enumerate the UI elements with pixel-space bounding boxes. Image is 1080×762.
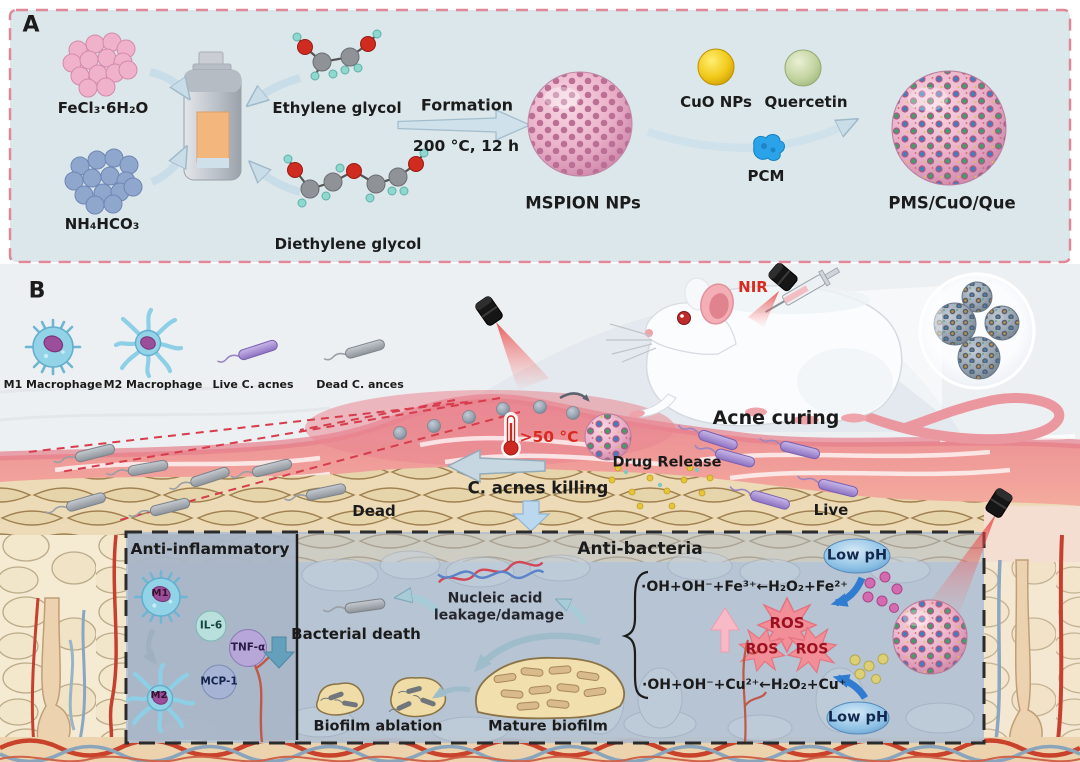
ethylene-glycol-molecule [292, 29, 382, 81]
death-arrow [400, 597, 441, 615]
iron-ion-dots [862, 571, 903, 613]
acnes-killing-label: C. acnes killing [467, 478, 609, 498]
il6-sphere [195, 610, 227, 642]
copper-ion-dots [849, 653, 889, 684]
ros-up-arrow [710, 607, 740, 653]
low-ph-label-bottom: Low pH [827, 709, 889, 726]
m1-to-m2-arrow [142, 628, 158, 665]
ros-bursts [738, 596, 838, 674]
nh4hco3-cluster [64, 148, 143, 215]
conditions-label: 200 °C, 12 h [412, 136, 520, 155]
cytokine-down-arrow [262, 636, 296, 669]
mature-biofilm-label: Mature biofilm [488, 718, 608, 735]
nucleic-acid-label-1: Nucleic acid [447, 590, 543, 607]
cuo-sphere [697, 48, 735, 86]
bump-nanosphere [584, 413, 632, 461]
anti-bacteria-title: Anti-bacteria [577, 539, 703, 560]
legend-m2-label: M2 Macrophage [103, 378, 203, 392]
il6-label: IL-6 [199, 619, 223, 632]
tnf-sphere [229, 629, 267, 667]
mcp1-label: MCP-1 [200, 675, 238, 688]
dermis-right [984, 506, 1080, 757]
dna-strand [437, 560, 545, 584]
fenton-fe-equation: ·OH+OH⁻+Fe³⁺←H₂O₂+Fe²⁺ [641, 579, 848, 595]
fecl3-label: FeCl₃·6H₂O [57, 99, 149, 118]
killing-arrow-left [446, 448, 546, 484]
m1-label: M1 [151, 587, 169, 599]
nir-beam-main [496, 322, 549, 390]
low-ph-bubble-bottom [826, 701, 890, 735]
leakage-arrow [560, 598, 588, 625]
tnf-label: TNF-α [230, 641, 266, 654]
mspion-label: MSPION NPs [525, 193, 641, 213]
autoclave-icon [183, 51, 242, 181]
thermometer-icon [501, 412, 521, 458]
anti-inflammatory-title: Anti-inflammatory [130, 539, 290, 558]
quercetin-sphere [784, 49, 822, 87]
capillary-right [742, 639, 767, 743]
low-ph-arrow-bottom [832, 674, 869, 700]
ethylene-glycol-label: Ethylene glycol [272, 99, 402, 118]
mcp1-sphere [201, 664, 237, 700]
ros-label-2: ROS [745, 641, 779, 658]
fenton-cu-equation: ·OH+OH⁻+Cu²⁺←H₂O₂+Cu⁺ [642, 677, 847, 693]
diethylene-glycol-molecule [283, 148, 429, 208]
quercetin-label: Quercetin [764, 93, 848, 112]
acne-curing-label: Acne curing [712, 407, 840, 430]
nir-dashed-traces [27, 397, 521, 521]
fecl3-cluster [62, 32, 138, 98]
pms-sphere [891, 70, 1007, 186]
biofilm-ablation-label: Biofilm ablation [313, 718, 443, 735]
mouse-tail [847, 393, 1065, 445]
arrow-down-into-box [511, 500, 551, 532]
diethylene-glycol-label: Diethylene glycol [274, 235, 422, 254]
legend-m1-icon [24, 318, 82, 376]
legend-live-label: Live C. acnes [212, 378, 294, 392]
mechanism-box [124, 530, 986, 745]
cuo-label: CuO NPs [680, 93, 752, 112]
nanoparticle-inset [918, 272, 1036, 390]
panel-b-label: B [28, 278, 46, 304]
dead-label: Dead [352, 502, 396, 521]
nir-label: NIR [738, 278, 768, 297]
nh4hco3-label: NH₄HCO₃ [64, 215, 140, 234]
mouse-eye [677, 311, 691, 325]
formation-label: Formation [420, 95, 514, 115]
formation-arrow [397, 109, 532, 141]
drug-release-label: Drug Release [612, 454, 722, 471]
ros-label-1: ROS [769, 614, 805, 633]
legend-dead-label: Dead C. ances [316, 378, 404, 392]
nir-beam-right [928, 514, 996, 618]
temperature-label: >50 °C [519, 427, 579, 446]
input-arrows [148, 68, 302, 196]
low-ph-bubble-top [823, 538, 891, 574]
live-label: Live [813, 501, 849, 520]
low-ph-label-top: Low pH [826, 547, 888, 564]
ros-label-3: ROS [795, 641, 829, 658]
mechanism-box-border [124, 530, 986, 745]
dermis-left [0, 534, 126, 752]
panel-a [8, 8, 1072, 264]
mouse-whiskers [606, 323, 657, 363]
panel-a-label: A [22, 12, 40, 38]
biofilm-fragment-1 [315, 682, 365, 716]
pcm-blob [753, 133, 785, 161]
pms-label: PMS/CuO/Que [888, 193, 1016, 213]
low-ph-arrow-top [830, 576, 866, 607]
biofilm-ablation-arrow [473, 632, 601, 673]
bacterial-death-label: Bacterial death [291, 625, 421, 644]
drug-particles [608, 464, 714, 510]
inset-nanoparticles [933, 281, 1020, 380]
nir-beam-small [748, 291, 779, 327]
m2-label: M2 [150, 689, 168, 701]
released-nanoparticles [393, 392, 590, 440]
nucleic-acid-label-2: leakage/damage [433, 607, 565, 624]
curly-brace [621, 570, 649, 700]
mouse [606, 277, 1065, 445]
mspion-sphere [527, 71, 633, 177]
pcm-label: PCM [747, 167, 785, 186]
pms-nanosphere-box [892, 599, 968, 675]
legend-m1-label: M1 Macrophage [3, 378, 103, 392]
